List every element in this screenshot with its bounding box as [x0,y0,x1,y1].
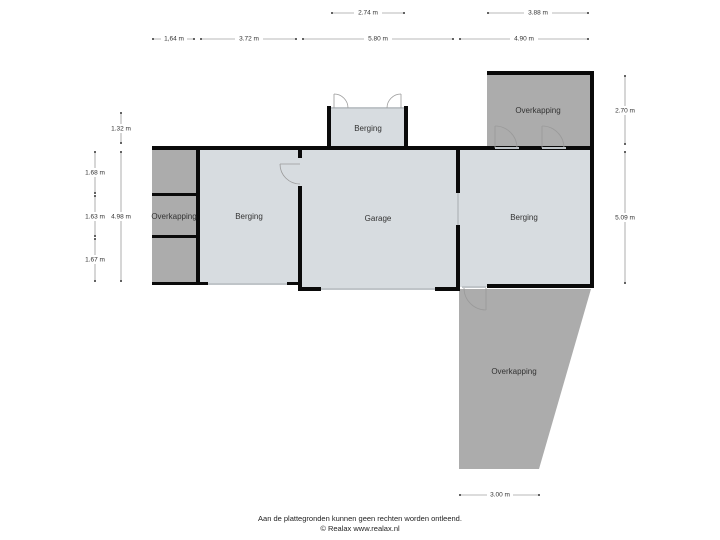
svg-text:3.72 m: 3.72 m [239,36,259,43]
label-overkapping-bottom: Overkapping [491,367,536,376]
label-overkapping-top-right: Overkapping [515,106,560,115]
svg-text:2.70 m: 2.70 m [615,108,635,115]
dimension-right-2-70: 2.70 m [612,75,638,145]
room-berging-right [457,149,591,287]
walls [152,71,594,291]
door-berging-left-garage [279,163,301,185]
room-overkapping-left [152,149,197,285]
svg-text:5.09 m: 5.09 m [615,215,635,222]
svg-text:1.32 m: 1.32 m [111,126,131,133]
dimension-top-2-74: 2.74 m [331,8,405,18]
dimension-top-3-88: 3.88 m [487,8,589,18]
dimension-left-1-68: 1.68 m [82,151,108,194]
room-berging-top [329,108,407,150]
dimension-bottom-3-00: 3.00 m [459,490,540,500]
label-berging-top: Berging [354,124,382,133]
dimension-left-1-63: 1.63 m [82,195,108,237]
dimension-left-1-67: 1.67 m [82,238,108,282]
door-berging-top-left [333,93,349,109]
svg-text:1.67 m: 1.67 m [85,257,105,264]
footer-copyright: © Realax www.realax.nl [320,524,400,533]
dimension-top-5-80: 5.80 m [302,34,454,44]
dimension-right-5-09: 5.09 m [612,151,638,284]
svg-text:1.68 m: 1.68 m [85,170,105,177]
door-overkapping-1 [494,125,519,149]
footer-disclaimer: Aan de plattegronden kunnen geen rechten… [258,514,462,523]
svg-text:3.00 m: 3.00 m [490,492,510,499]
windows [208,107,459,290]
svg-text:4.98 m: 4.98 m [111,214,131,221]
dimension-top-1-64: 1,64 m [152,34,195,44]
dimension-left-4-98: 4.98 m [108,151,134,282]
room-overkapping-bottom [459,289,591,469]
svg-text:2.74 m: 2.74 m [358,10,378,17]
door-overkapping-2 [541,125,566,149]
svg-text:3.88 m: 3.88 m [528,10,548,17]
dimension-left-1-32: 1.32 m [108,112,134,144]
room-berging-left [197,149,301,284]
dimension-top-4-90: 4.90 m [459,34,589,44]
room-garage [299,149,459,289]
svg-text:4.90 m: 4.90 m [514,36,534,43]
dimension-top-3-72: 3.72 m [200,34,297,44]
svg-text:1.63 m: 1.63 m [85,214,105,221]
room-overkapping-top-right [487,73,591,150]
label-berging-right: Berging [510,213,538,222]
svg-text:1,64 m: 1,64 m [164,36,184,43]
label-berging-left: Berging [235,212,263,221]
label-garage: Garage [365,214,392,223]
svg-text:5.80 m: 5.80 m [368,36,388,43]
door-berging-right-bottom [462,286,487,311]
label-overkapping-left: Overkapping [151,212,196,221]
door-berging-top-right [386,93,402,109]
